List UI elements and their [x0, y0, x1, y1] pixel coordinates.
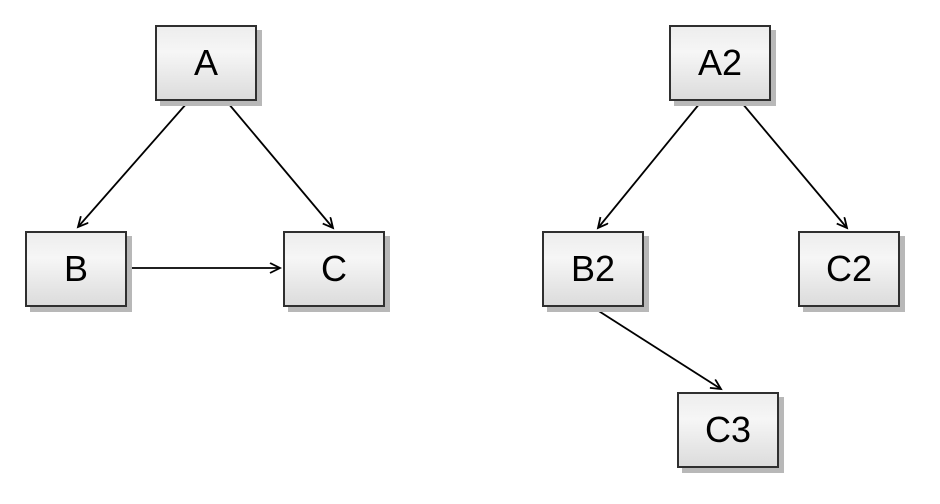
- node-A2[interactable]: A2: [669, 25, 771, 101]
- node-C2-label: C2: [825, 248, 873, 289]
- edge-a-b: [78, 102, 188, 227]
- node-C3-label: C3: [704, 409, 752, 450]
- node-A2-label: A2: [697, 42, 743, 83]
- edge-a-c: [227, 102, 333, 228]
- node-A[interactable]: A: [155, 25, 257, 101]
- node-A-label: A: [193, 42, 218, 83]
- edge-b2-c3: [593, 307, 721, 389]
- node-B2[interactable]: B2: [542, 231, 644, 307]
- node-C3[interactable]: C3: [677, 392, 779, 468]
- node-C[interactable]: C: [283, 231, 385, 307]
- edge-a2-b2: [598, 102, 701, 228]
- node-B[interactable]: B: [25, 231, 127, 307]
- node-C-label: C: [321, 248, 347, 289]
- node-B-label: B: [63, 248, 88, 289]
- node-B2-label: B2: [570, 248, 616, 289]
- node-C2[interactable]: C2: [798, 231, 900, 307]
- edge-a2-c2: [741, 102, 847, 228]
